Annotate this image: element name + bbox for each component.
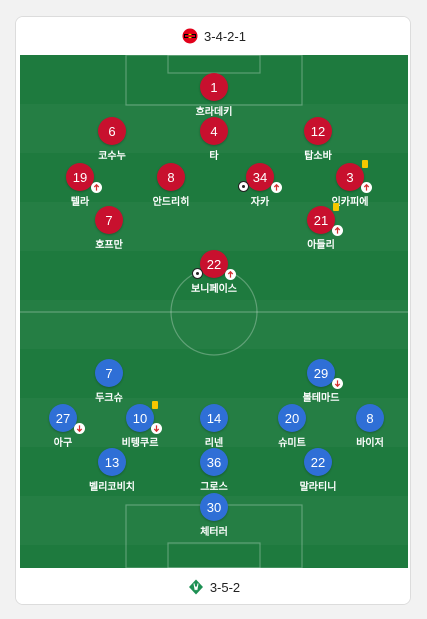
goal-ball-icon [192, 268, 203, 279]
sub-on-icon [225, 269, 236, 280]
player-name: 흐라데키 [195, 107, 233, 118]
player-name: 체터러 [200, 527, 228, 538]
home-player-11[interactable]: 22 보니페이스 [174, 250, 254, 295]
home-player-5[interactable]: 19 텔라 [40, 163, 120, 208]
player-number: 27 [49, 404, 77, 432]
player-number: 8 [157, 163, 185, 191]
home-player-7[interactable]: 34 자카 [220, 163, 300, 208]
yellow-card-icon [333, 203, 339, 211]
player-number: 22 [200, 250, 228, 278]
player-number: 29 [307, 359, 335, 387]
player-number: 34 [246, 163, 274, 191]
player-number: 36 [200, 448, 228, 476]
home-player-1[interactable]: 1 흐라데키 [174, 73, 254, 118]
player-name: 탑소바 [304, 151, 332, 162]
sub-off-icon [332, 378, 343, 389]
player-name: 슈미트 [278, 438, 306, 449]
home-formation: 3-4-2-1 [204, 28, 246, 44]
player-number: 7 [95, 359, 123, 387]
home-team-header[interactable]: 3-4-2-1 [16, 17, 410, 55]
away-player-10[interactable]: 22 말라티니 [278, 448, 358, 493]
player-number: 10 [126, 404, 154, 432]
player-name: 벨리코비치 [89, 482, 135, 493]
away-player-5[interactable]: 14 리넨 [174, 404, 254, 449]
player-name: 말라티니 [299, 482, 337, 493]
sub-on-icon [91, 182, 102, 193]
player-name: 타 [209, 151, 219, 162]
player-number: 6 [98, 117, 126, 145]
player-name: 볼테마드 [302, 393, 340, 404]
player-name: 보니페이스 [191, 284, 237, 295]
away-player-4[interactable]: 10 비텡쿠르 [100, 401, 180, 449]
player-name: 아구 [53, 438, 73, 449]
away-team-header[interactable]: 3-5-2 [16, 568, 410, 604]
sub-off-icon [74, 423, 85, 434]
player-name: 아들리 [307, 240, 335, 251]
away-player-2[interactable]: 29 볼테마드 [281, 359, 361, 404]
player-name: 리넨 [204, 438, 224, 449]
yellow-card-icon [152, 401, 158, 409]
player-number: 3 [336, 163, 364, 191]
away-player-9[interactable]: 36 그로스 [174, 448, 254, 493]
player-name: 호프만 [95, 240, 123, 251]
player-name: 바이저 [356, 438, 384, 449]
player-number: 19 [66, 163, 94, 191]
goal-ball-icon [238, 181, 249, 192]
home-player-9[interactable]: 7 호프만 [69, 206, 149, 251]
away-formation: 3-5-2 [209, 579, 241, 595]
player-number: 20 [278, 404, 306, 432]
player-number: 1 [200, 73, 228, 101]
player-number: 4 [200, 117, 228, 145]
away-player-7[interactable]: 8 바이저 [330, 404, 408, 449]
away-player-3[interactable]: 27 아구 [23, 404, 103, 449]
player-number: 7 [95, 206, 123, 234]
home-player-8[interactable]: 3 인카피에 [310, 160, 390, 208]
away-player-11[interactable]: 30 체터러 [174, 493, 254, 538]
player-number: 14 [200, 404, 228, 432]
player-name: 안드리히 [152, 197, 190, 208]
away-player-1[interactable]: 7 두크슈 [69, 359, 149, 404]
home-player-4[interactable]: 12 탑소바 [278, 117, 358, 162]
sub-on-icon [361, 182, 372, 193]
player-number: 13 [98, 448, 126, 476]
player-number: 8 [356, 404, 384, 432]
leverkusen-crest-icon [182, 28, 198, 44]
player-number: 21 [307, 206, 335, 234]
away-player-6[interactable]: 20 슈미트 [252, 404, 332, 449]
yellow-card-icon [362, 160, 368, 168]
home-player-6[interactable]: 8 안드리히 [131, 163, 211, 208]
player-name: 인카피에 [331, 197, 369, 208]
sub-on-icon [271, 182, 282, 193]
player-number: 30 [200, 493, 228, 521]
home-player-10[interactable]: 21 아들리 [281, 203, 361, 251]
player-name: 자카 [250, 197, 270, 208]
home-player-2[interactable]: 6 코수누 [72, 117, 152, 162]
away-player-8[interactable]: 13 벨리코비치 [72, 448, 152, 493]
player-name: 비텡쿠르 [121, 438, 159, 449]
player-name: 그로스 [200, 482, 228, 493]
sub-off-icon [151, 423, 162, 434]
player-number: 12 [304, 117, 332, 145]
player-number: 22 [304, 448, 332, 476]
player-name: 텔라 [70, 197, 90, 208]
sub-on-icon [332, 225, 343, 236]
player-name: 코수누 [98, 151, 126, 162]
werder-crest-icon [188, 579, 203, 595]
player-name: 두크슈 [95, 393, 123, 404]
